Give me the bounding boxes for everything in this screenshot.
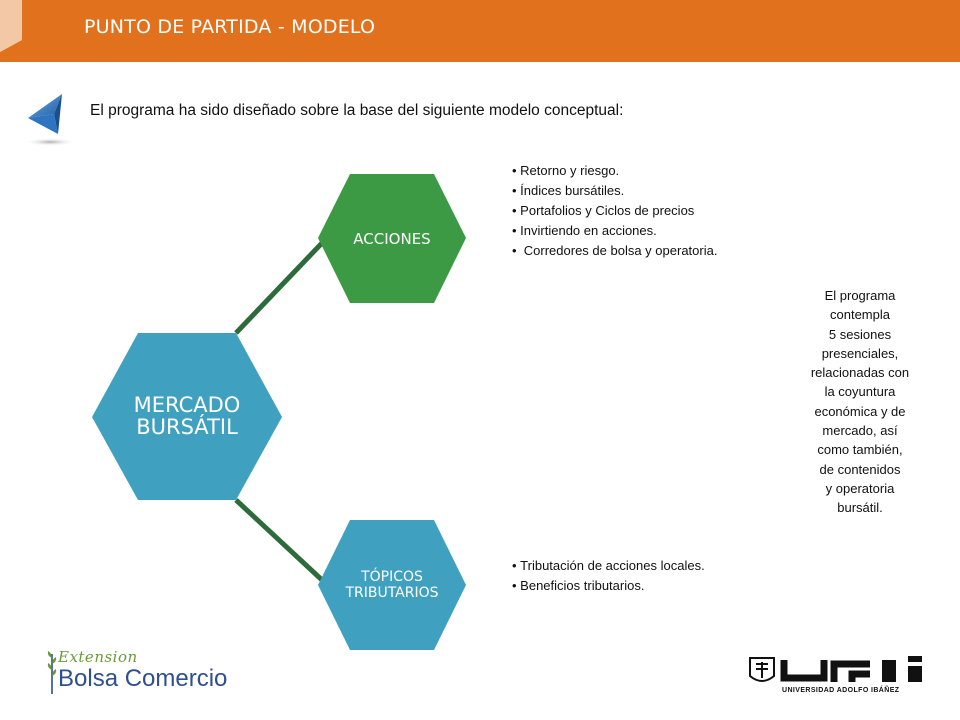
- side-note-line: y operatoria: [825, 480, 895, 496]
- program-side-note: El programa contempla 5 sesiones presenc…: [795, 286, 925, 518]
- side-note-line: contempla: [830, 307, 890, 323]
- side-note-line: como también,: [817, 442, 903, 458]
- header-bar: [0, 0, 960, 62]
- list-item: Tributación de acciones locales.: [512, 556, 705, 576]
- bolsa-logo-name: Bolsa Comercio: [58, 665, 228, 692]
- header-band: PUNTO DE PARTIDA - MODELO: [0, 0, 960, 62]
- hex-mercado-label-2: BURSÁTIL: [136, 414, 238, 439]
- acciones-topic-list: Retorno y riesgo. Índices bursátiles. Po…: [512, 161, 717, 261]
- side-note-line: mercado, así: [822, 423, 898, 439]
- header-shape: [0, 0, 960, 62]
- side-note-line: presenciales,: [821, 345, 899, 361]
- wheat-icon: [47, 651, 57, 694]
- connector-acciones: [234, 241, 324, 335]
- list-item: Corredores de bolsa y operatoria.: [512, 241, 718, 261]
- bolsa-logo-extension: Extension: [58, 648, 138, 666]
- hex-acciones-label: ACCIONES: [353, 230, 430, 248]
- side-note-line: relacionadas con: [810, 365, 910, 381]
- bolsa-comercio-logo: Extension Bolsa Comercio: [46, 648, 246, 696]
- side-note-line: la coyuntura: [824, 384, 896, 400]
- connector-topicos: [234, 498, 324, 582]
- blue-arrow-icon: [24, 94, 76, 146]
- topicos-topic-list: Tributación de acciones locales. Benefic…: [512, 556, 705, 596]
- side-note-line: 5 sesiones: [828, 326, 892, 342]
- hex-topicos-tributarios: [318, 520, 466, 650]
- page-title: PUNTO DE PARTIDA - MODELO: [84, 16, 376, 38]
- list-item: Retorno y riesgo.: [512, 161, 717, 181]
- hex-topicos-label-1: TÓPICOS: [360, 567, 423, 585]
- hex-mercado-bursatil: [92, 333, 282, 500]
- hex-acciones: [318, 174, 466, 303]
- hex-topicos-label-2: TRIBUTARIOS: [344, 585, 438, 601]
- side-note-line: El programa: [824, 288, 896, 303]
- side-note-line: de contenidos: [819, 461, 901, 477]
- header-tab: [0, 0, 22, 52]
- uai-logo: UNIVERSIDAD ADOLFO IBÁÑEZ: [748, 656, 924, 700]
- list-item: Índices bursátiles.: [512, 181, 717, 201]
- list-item: Portafolios y Ciclos de precios: [512, 201, 717, 221]
- hex-mercado-label-1: MERCADO: [134, 393, 241, 417]
- uai-emblem-icon: [749, 656, 922, 682]
- intro-text: El programa ha sido diseñado sobre la ba…: [90, 102, 624, 119]
- uai-logo-caption: UNIVERSIDAD ADOLFO IBÁÑEZ: [782, 687, 900, 694]
- side-note-line: económica y de: [814, 403, 906, 419]
- list-item: Invirtiendo en acciones.: [512, 221, 717, 241]
- list-item: Beneficios tributarios.: [512, 576, 705, 596]
- side-note-line: bursátil.: [837, 500, 883, 516]
